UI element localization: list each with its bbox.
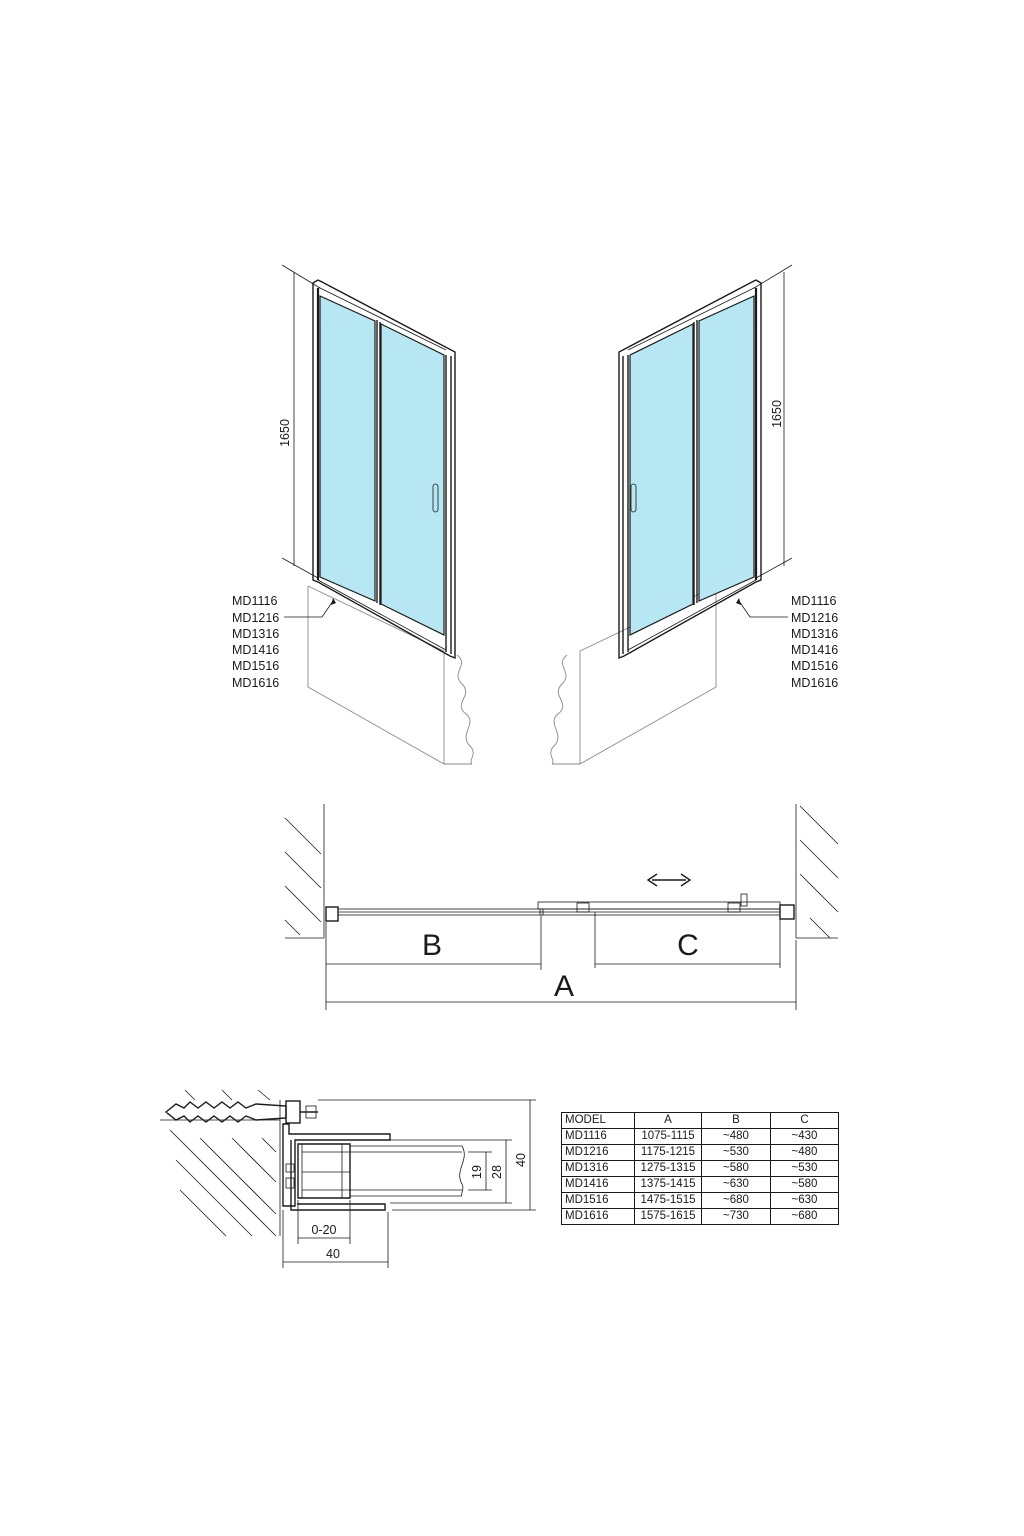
table-cell: ~480 (770, 1144, 839, 1161)
sliding-profile (297, 1143, 465, 1199)
table-cell: MD1416 (561, 1176, 635, 1193)
table-cell: ~580 (701, 1160, 771, 1177)
table-row: MD1316 1275-1315 ~580 ~530 (561, 1160, 839, 1177)
left-model-list: MD1116 MD1216 MD1316 MD1416 MD1516 MD161… (232, 594, 336, 690)
plan-sliding-panel (537, 893, 795, 920)
right-door-view: 1650 MD1116 MD1216 MD1316 MD1416 MD1516 … (550, 264, 838, 765)
plan-view: B C A (284, 804, 839, 1010)
table-cell: 1375-1415 (634, 1176, 702, 1193)
label-a: A (554, 970, 574, 1003)
table-cell: ~580 (770, 1176, 839, 1193)
left-height-label: 1650 (278, 419, 292, 447)
table-header-b: B (701, 1112, 771, 1129)
right-model-5: MD1516 (791, 659, 838, 673)
dim-40h-label: 40 (326, 1247, 340, 1261)
table-cell: ~680 (701, 1192, 771, 1209)
plan-right-wall (795, 804, 839, 939)
table-row: MD1116 1075-1115 ~480 ~430 (561, 1128, 839, 1145)
label-c: C (677, 929, 699, 962)
table-cell: MD1116 (561, 1128, 635, 1145)
profile-detail: 19 28 40 0-20 40 (160, 1089, 536, 1268)
dimension-c: C (594, 912, 781, 968)
table-row: MD1216 1175-1215 ~530 ~480 (561, 1144, 839, 1161)
table-cell: 1475-1515 (634, 1192, 702, 1209)
left-door-view: 1650 MD1116 MD1216 MD1316 MD1416 MD1516 … (232, 264, 474, 765)
table-header-a: A (634, 1112, 702, 1129)
table-cell: ~730 (701, 1208, 771, 1225)
detail-wall-hatch (160, 1089, 281, 1237)
right-door-frame (618, 279, 762, 660)
wall-anchor-plug (164, 1100, 318, 1124)
right-model-list: MD1116 MD1216 MD1316 MD1416 MD1516 MD161… (736, 594, 838, 690)
right-glass-panel-sliding (629, 323, 694, 636)
right-model-1: MD1116 (791, 594, 836, 608)
table-cell: ~430 (770, 1128, 839, 1145)
table-row: MD1616 1575-1615 ~730 ~680 (561, 1208, 839, 1225)
left-model-6: MD1616 (232, 676, 279, 690)
table-header-model: MODEL (561, 1112, 635, 1129)
plan-fixed-panel (325, 906, 544, 922)
left-door-handle (432, 483, 439, 513)
dimension-b: B (325, 916, 542, 970)
dim-0-20-label: 0-20 (311, 1223, 336, 1237)
table-cell: MD1216 (561, 1144, 635, 1161)
table-cell: ~680 (770, 1208, 839, 1225)
table-cell: MD1516 (561, 1192, 635, 1209)
detail-vertical-dimensions: 19 28 40 (318, 1099, 536, 1211)
table-cell: MD1616 (561, 1208, 635, 1225)
left-height-dimension: 1650 (278, 264, 321, 579)
left-bathtub-outline (307, 585, 474, 765)
table-cell: 1575-1615 (634, 1208, 702, 1225)
left-model-leader (284, 600, 334, 618)
right-model-6: MD1616 (791, 676, 838, 690)
slide-direction-arrow-icon (646, 873, 692, 887)
plan-left-wall (284, 804, 325, 939)
dim-40v-label: 40 (514, 1153, 528, 1167)
table-cell: MD1316 (561, 1160, 635, 1177)
label-b: B (422, 929, 442, 962)
table-header-row: MODEL A B C (561, 1112, 839, 1129)
right-model-3: MD1316 (791, 627, 838, 641)
table-row: MD1416 1375-1415 ~630 ~580 (561, 1176, 839, 1193)
table-cell: ~630 (701, 1176, 771, 1193)
dim-28-label: 28 (490, 1165, 504, 1179)
table-cell: ~530 (770, 1160, 839, 1177)
detail-horizontal-dimensions: 0-20 40 (282, 1200, 389, 1268)
right-door-handle (630, 483, 637, 513)
dimensions-table: MODEL A B C MD1116 1075-1115 ~480 ~430 M… (561, 1112, 839, 1225)
right-height-label: 1650 (770, 400, 784, 428)
left-model-5: MD1516 (232, 659, 279, 673)
table-row: MD1516 1475-1515 ~680 ~630 (561, 1192, 839, 1209)
table-header-c: C (770, 1112, 839, 1129)
left-glass-panel-sliding (380, 323, 445, 636)
table-cell: ~480 (701, 1128, 771, 1145)
left-glass-panel-fixed (319, 295, 376, 602)
table-cell: 1275-1315 (634, 1160, 702, 1177)
left-model-4: MD1416 (232, 643, 279, 657)
table-cell: 1175-1215 (634, 1144, 702, 1161)
left-door-frame (312, 279, 456, 660)
wall-profile (282, 1123, 391, 1211)
right-glass-panel-fixed (698, 295, 755, 602)
table-cell: ~630 (770, 1192, 839, 1209)
table-cell: ~530 (701, 1144, 771, 1161)
dimension-a: A (325, 940, 797, 1010)
left-model-3: MD1316 (232, 627, 279, 641)
right-height-dimension: 1650 (753, 264, 793, 579)
left-model-2: MD1216 (232, 611, 279, 625)
right-model-4: MD1416 (791, 643, 838, 657)
dim-19-label: 19 (470, 1165, 484, 1179)
right-model-leader (738, 600, 788, 618)
left-model-1: MD1116 (232, 594, 277, 608)
right-model-2: MD1216 (791, 611, 838, 625)
table-cell: 1075-1115 (634, 1128, 702, 1145)
